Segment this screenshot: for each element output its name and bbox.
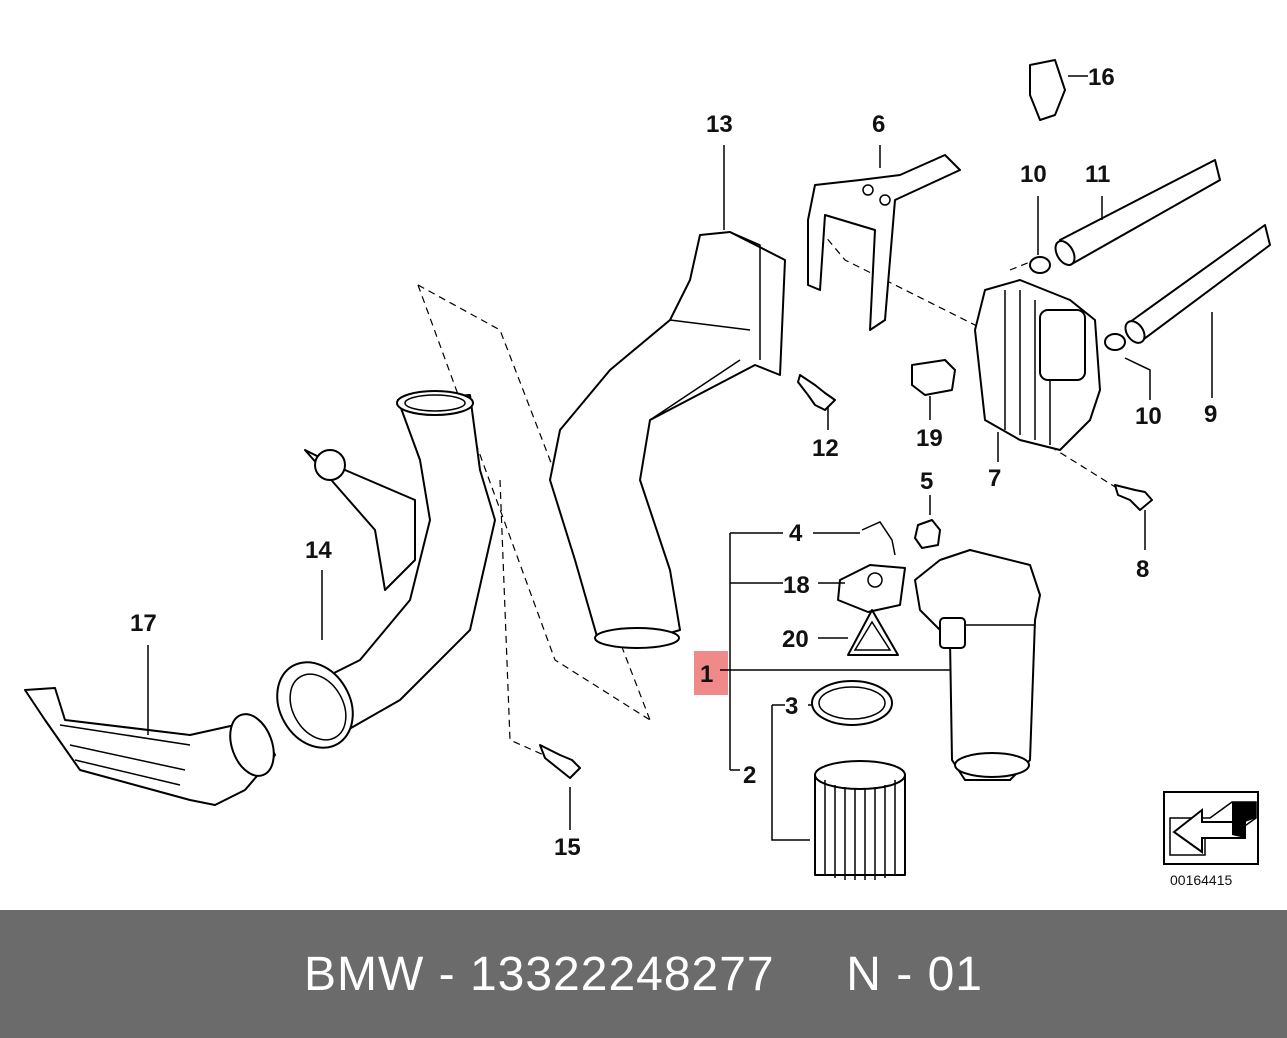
callout-12: 12 — [812, 435, 839, 462]
part-7-control-unit — [974, 279, 1101, 451]
callout-16: 17 — [130, 610, 157, 637]
part-19-sensor — [911, 359, 956, 396]
part-14-intake-pipe — [276, 390, 496, 749]
part-15-bolt — [539, 744, 581, 779]
callout-14: 14 — [305, 537, 332, 564]
part-16-duct — [24, 687, 276, 806]
part-17-clip — [1029, 59, 1066, 121]
part-6-bracket — [807, 154, 961, 331]
part-11-hose — [1054, 159, 1221, 266]
callout-2: 2 — [743, 762, 756, 789]
callout-19: 19 — [916, 425, 943, 452]
callout-18: 18 — [783, 572, 810, 599]
part-5-nut — [914, 519, 941, 549]
callout-4: 4 — [789, 520, 803, 547]
parts-diagram: 16 13 6 10 11 12 19 10 9 7 5 8 14 17 4 1… — [24, 59, 1271, 888]
highlight-marker — [694, 651, 728, 695]
callout-20: 20 — [782, 626, 809, 653]
callout-15: 15 — [554, 834, 581, 861]
callout-11: 11 — [1085, 161, 1110, 188]
part-8-bolt — [1114, 484, 1153, 511]
part-12-bolt — [797, 374, 836, 411]
part-1-filter-housing — [914, 549, 1041, 781]
part-2-filter-element — [814, 760, 906, 880]
part-3-o-ring — [811, 680, 893, 726]
part-4-spring-clip — [861, 521, 896, 556]
catalog-number: 00164415 — [1170, 872, 1233, 888]
callout-10-upper: 10 — [1020, 161, 1047, 188]
callout-17: 16 — [1088, 64, 1115, 91]
orientation-arrow-icon — [1163, 791, 1259, 865]
part-13-air-duct — [549, 231, 786, 649]
callout-5: 5 — [920, 468, 933, 495]
part-10-clamp-lower — [1104, 333, 1126, 351]
part-20-warning-label — [847, 609, 899, 656]
part-10-clamp-upper — [1029, 256, 1051, 274]
part-9-hose — [1124, 224, 1271, 344]
callout-8: 8 — [1136, 556, 1149, 583]
callout-10-lower: 10 — [1135, 403, 1162, 430]
callout-7: 7 — [988, 465, 1001, 492]
callout-1: 1 — [700, 661, 713, 688]
callout-13: 13 — [706, 111, 733, 138]
footer-bar: BMW - 13322248277 N - 01 — [0, 910, 1287, 1038]
part-18-gasket — [837, 564, 906, 613]
callout-9: 9 — [1204, 401, 1217, 428]
callout-6: 6 — [872, 111, 885, 138]
footer-part-label: BMW - 13322248277 N - 01 — [304, 947, 983, 1001]
callout-3: 3 — [785, 693, 798, 720]
